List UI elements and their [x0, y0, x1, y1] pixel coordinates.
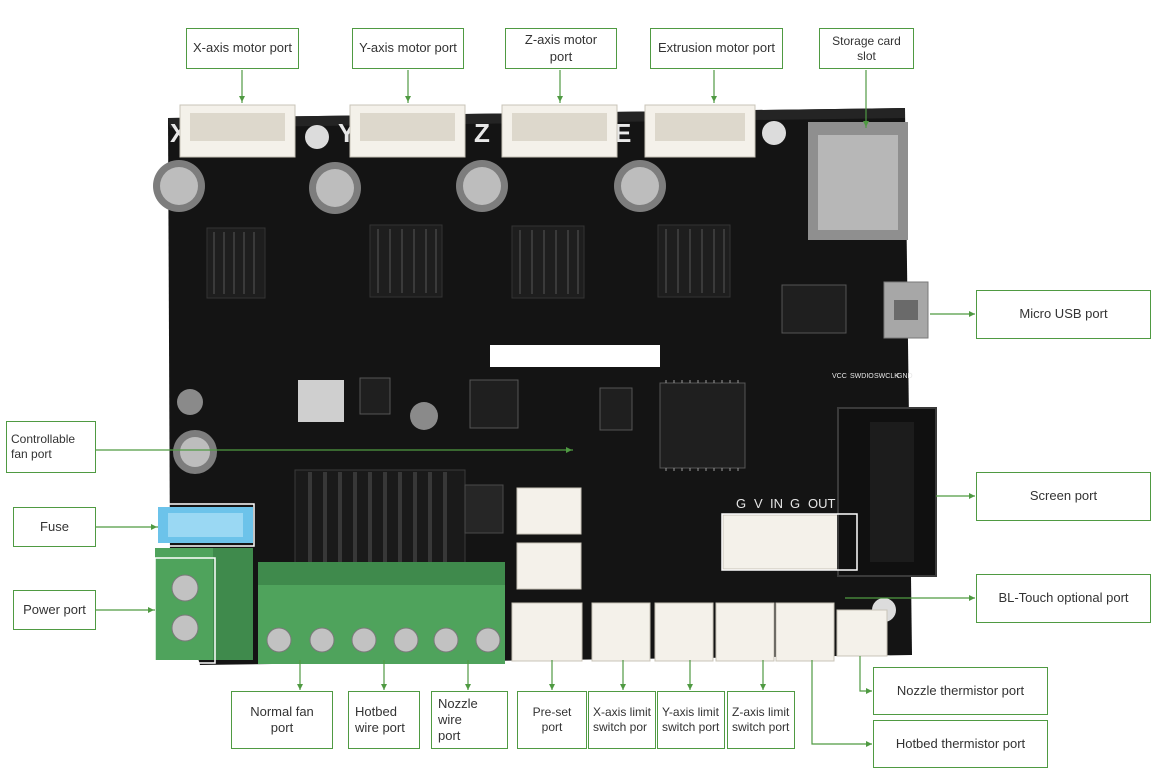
- label-text-line2: wire port: [355, 720, 405, 735]
- heatsink-fins: [213, 229, 725, 294]
- label-text: Hotbed thermistor port: [895, 735, 1026, 751]
- label-text: Y-axis motor port: [359, 40, 457, 56]
- label-text: Nozzle thermistor port: [896, 682, 1025, 698]
- output-terminals: [258, 562, 505, 664]
- pin-label-v: V: [754, 496, 763, 511]
- label-text: Micro USB port: [1019, 306, 1108, 322]
- label-text-line2: switch port: [662, 720, 720, 734]
- label-text-line1: Controllable: [11, 432, 76, 446]
- label-strip: [490, 345, 660, 367]
- label-hotbed-thermistor-port: Hotbed thermistor port: [873, 720, 1048, 768]
- screen-header: [837, 407, 937, 577]
- label-text-line2: port: [438, 728, 461, 744]
- debug-silkscreen: VCC SWDIO SWCLK GND: [832, 373, 913, 380]
- label-text: BL-Touch optional port: [998, 590, 1129, 606]
- label-text-line2: switch port: [732, 720, 790, 734]
- label-text: Fuse: [40, 518, 69, 534]
- label-controllable-fan-port: Controllable fan port: [6, 421, 96, 473]
- capacitors: [153, 160, 666, 474]
- label-text-line1: Nozzle wire: [438, 695, 478, 727]
- blade-fuse: [158, 507, 253, 543]
- label-text-line1: Z-axis limit: [732, 705, 790, 719]
- label-x-axis-limit-switch-port: X-axis limit switch por: [588, 691, 656, 749]
- pin-label-g1: G: [736, 496, 746, 511]
- axis-letter-z: Z: [474, 118, 490, 148]
- mcu-pins: [665, 380, 739, 471]
- label-text-line1: Hotbed: [355, 703, 397, 719]
- label-text-line1: Y-axis limit: [662, 705, 719, 719]
- axis-letter-e: E: [614, 118, 631, 148]
- motor-connector-slots: [190, 113, 745, 141]
- pin-label-in: IN: [770, 496, 783, 511]
- label-text-line1: X-axis limit: [593, 705, 652, 719]
- label-normal-fan-port: Normal fan port: [231, 691, 333, 749]
- stepper-heatsinks: [206, 224, 731, 299]
- debug-gnd: GND: [897, 373, 913, 380]
- label-nozzle-thermistor-port: Nozzle thermistor port: [873, 667, 1048, 715]
- label-extrusion-motor-port: Extrusion motor port: [650, 28, 783, 69]
- label-text: Z-axis motor port: [524, 32, 598, 64]
- label-screen-port: Screen port: [976, 472, 1151, 521]
- label-text: X-axis motor port: [193, 40, 292, 56]
- label-y-axis-limit-switch-port: Y-axis limit switch port: [657, 691, 725, 749]
- label-text: Power port: [23, 601, 86, 617]
- label-z-axis-motor-port: Z-axis motor port: [505, 28, 617, 69]
- label-text-line2: switch por: [593, 720, 648, 734]
- pin-label-out: OUT: [808, 496, 836, 511]
- label-text: Screen port: [1029, 488, 1098, 504]
- micro-usb-connector: [883, 281, 929, 339]
- inductor: [298, 380, 344, 422]
- debug-vcc: VCC: [832, 373, 847, 380]
- debug-swdio: SWDIO: [850, 373, 874, 380]
- label-power-port: Power port: [13, 590, 96, 630]
- label-y-axis-motor-port: Y-axis motor port: [352, 28, 464, 69]
- ic-chips: [359, 284, 847, 469]
- label-nozzle-wire-port: Nozzle wire port: [431, 691, 508, 749]
- debug-swclk: SWCLK: [874, 373, 899, 380]
- sd-card-slot: [808, 122, 908, 240]
- label-text-line2: fan port: [11, 447, 52, 461]
- label-text: Extrusion motor port: [657, 40, 776, 56]
- label-micro-usb-port: Micro USB port: [976, 290, 1151, 339]
- label-text: Storage card slot: [832, 33, 901, 63]
- label-storage-card-slot: Storage card slot: [819, 28, 914, 69]
- header-silkscreen: G V IN G OUT: [736, 496, 836, 511]
- label-bl-touch-optional-port: BL-Touch optional port: [976, 574, 1151, 623]
- label-pre-set-port: Pre-set port: [517, 691, 587, 749]
- callout-arrowheads: [148, 96, 975, 747]
- label-text: Normal fan port: [250, 703, 314, 735]
- label-hotbed-wire-port: Hotbed wire port: [348, 691, 420, 749]
- power-terminal: [155, 548, 253, 660]
- label-fuse: Fuse: [13, 507, 96, 547]
- label-text: Pre-set port: [532, 705, 572, 734]
- terminal-screws: [266, 627, 501, 653]
- label-x-axis-motor-port: X-axis motor port: [186, 28, 299, 69]
- label-z-axis-limit-switch-port: Z-axis limit switch port: [727, 691, 795, 749]
- pin-label-g2: G: [790, 496, 800, 511]
